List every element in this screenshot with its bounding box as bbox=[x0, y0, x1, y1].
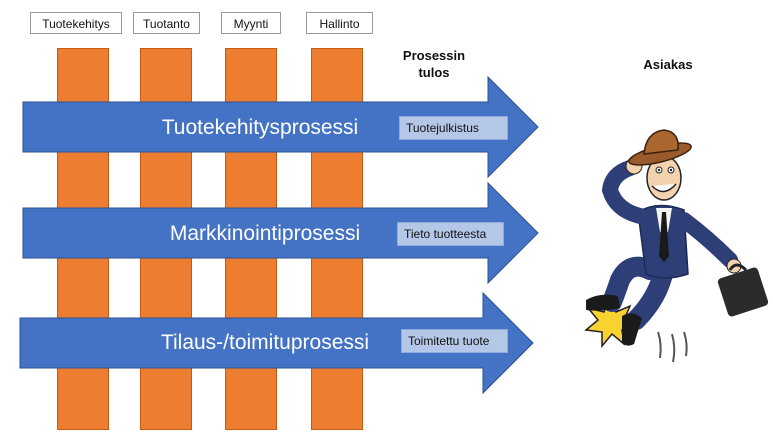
process-title-tuotekehitys: Tuotekehitysprosessi bbox=[161, 116, 359, 139]
department-label-myynti: Myynti bbox=[221, 12, 281, 34]
department-label-tuotekehitys: Tuotekehitys bbox=[30, 12, 122, 34]
process-result-tieto-tuotteesta: Tieto tuotteesta bbox=[397, 222, 504, 246]
process-result-toimitettu-tuote: Toimitettu tuote bbox=[401, 329, 508, 353]
process-title-tilaus: Tilaus-/toimituprosessi bbox=[160, 331, 370, 354]
process-arrow-tuotekehitys bbox=[22, 75, 539, 179]
process-title-markkinointi: Markkinointiprosessi bbox=[169, 222, 361, 245]
customer-illustration-icon bbox=[584, 129, 769, 363]
department-label-tuotanto: Tuotanto bbox=[133, 12, 200, 34]
department-label-hallinto: Hallinto bbox=[306, 12, 373, 34]
heading-customer: Asiakas bbox=[643, 57, 693, 72]
process-arrow-markkinointi bbox=[22, 181, 539, 285]
process-arrow-tilaus bbox=[19, 291, 534, 395]
process-result-tuotejulkistus: Tuotejulkistus bbox=[399, 116, 508, 140]
heading-process-result: Prosessin tulos bbox=[402, 48, 466, 80]
